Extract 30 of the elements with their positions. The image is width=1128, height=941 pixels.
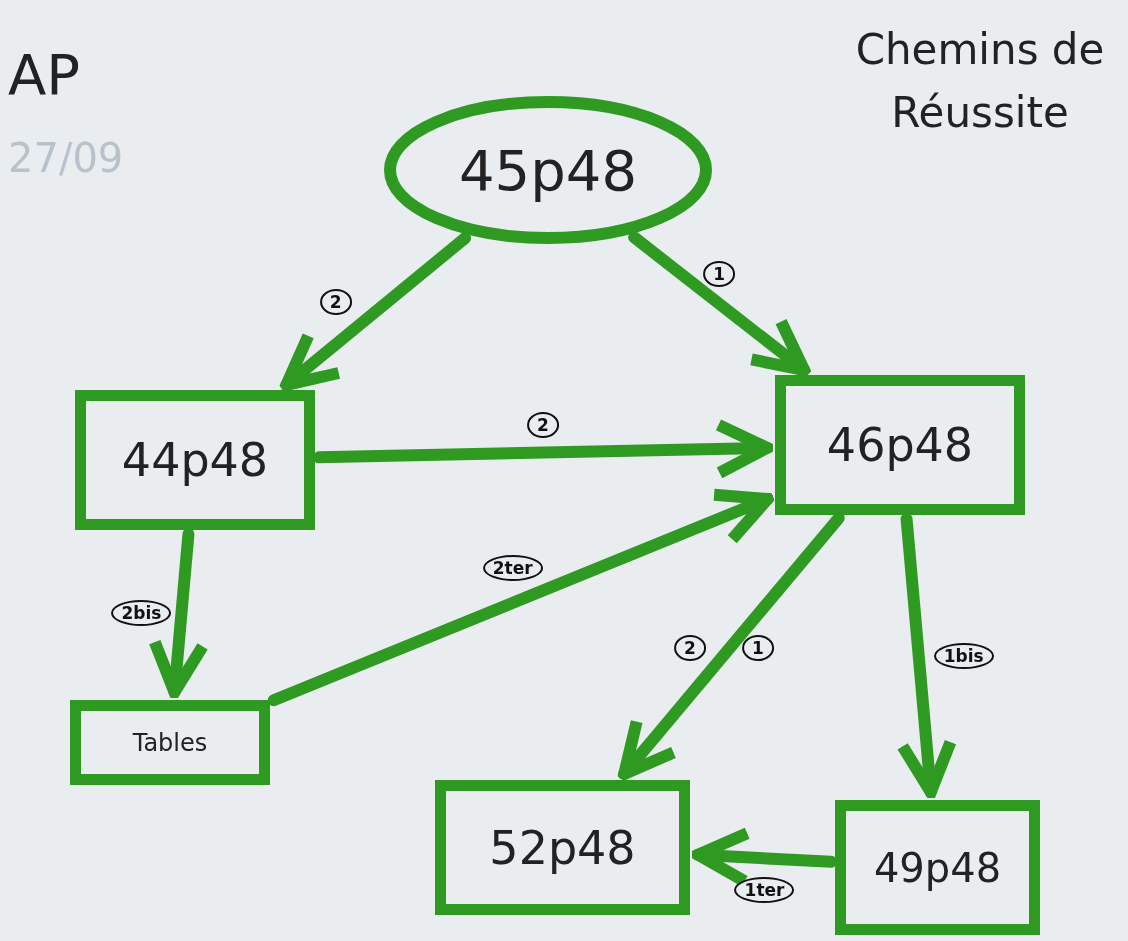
edge-label: 1ter xyxy=(734,877,795,904)
edge-label: 1 xyxy=(703,260,736,287)
arrow xyxy=(628,231,811,377)
node-label: 49p48 xyxy=(873,844,1002,891)
arrow xyxy=(618,512,845,780)
edge-label: 1bis xyxy=(933,642,994,669)
edge-label: 2 xyxy=(527,411,559,438)
process-box xyxy=(775,375,1025,515)
process-box xyxy=(70,700,270,785)
corner-note: AP xyxy=(8,42,81,107)
arrow xyxy=(280,232,472,391)
circled-number: 1 xyxy=(742,635,774,661)
arrow xyxy=(313,418,773,479)
arrow xyxy=(267,488,774,707)
process-box xyxy=(75,390,315,530)
ellipse-node xyxy=(383,95,713,245)
edge-label: 2 xyxy=(319,288,352,315)
node-label: Tables xyxy=(132,728,208,757)
circled-number: 2 xyxy=(674,635,706,661)
process-box xyxy=(835,800,1040,935)
edge-label: 2bis xyxy=(111,600,172,626)
node-label: 46p48 xyxy=(826,418,974,472)
title: Chemins de Réussite xyxy=(854,24,1106,139)
node-label: 45p48 xyxy=(458,137,638,203)
node-label: 52p48 xyxy=(489,820,636,875)
node-label: 44p48 xyxy=(121,433,269,487)
arrow xyxy=(148,528,209,699)
edge-label: 2ter xyxy=(482,554,543,581)
process-box xyxy=(435,780,690,915)
arrow xyxy=(896,513,957,799)
